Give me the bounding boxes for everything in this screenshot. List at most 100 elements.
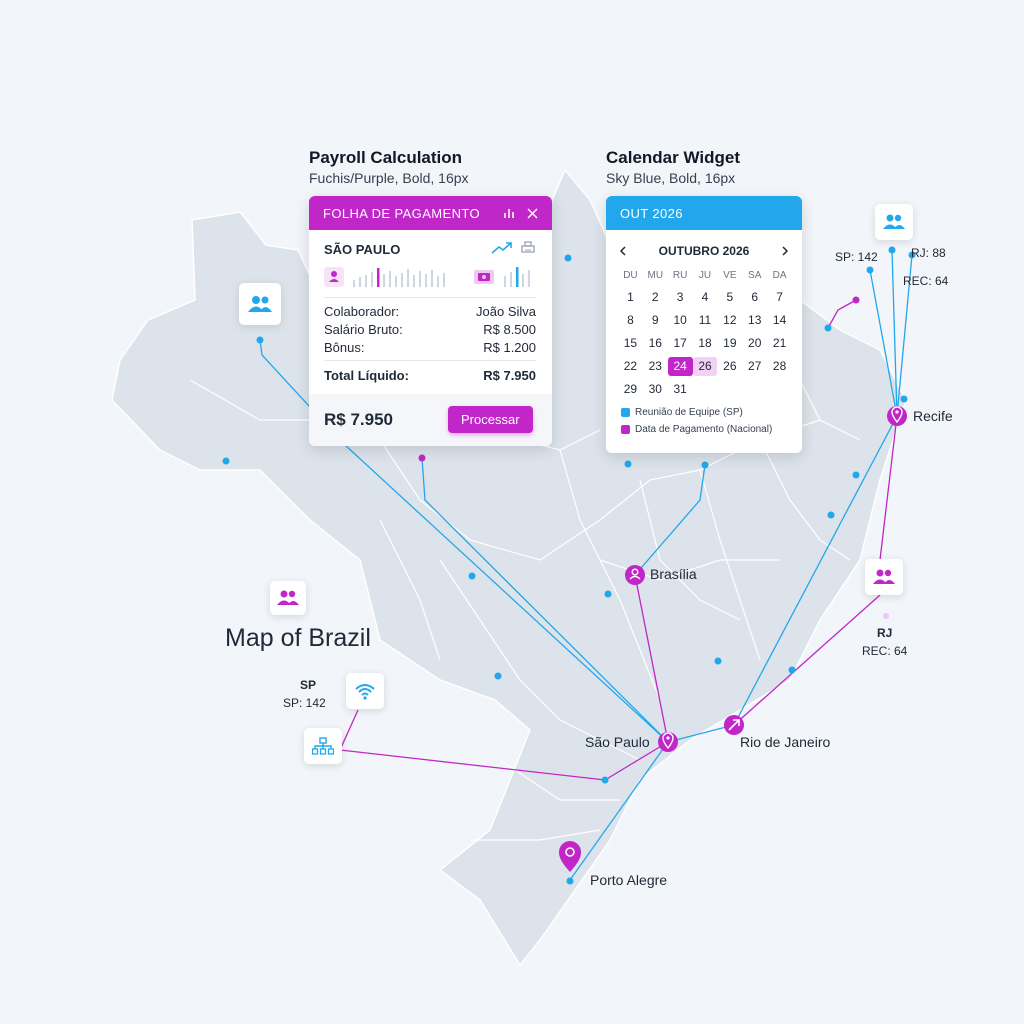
process-button[interactable]: Processar	[448, 406, 533, 433]
rio-marker[interactable]	[724, 715, 744, 735]
calendar-day[interactable]: 31	[673, 382, 687, 396]
calendar-legend: Reunião de Equipe (SP) Data de Pagamento…	[621, 407, 772, 435]
sao-paulo-marker[interactable]	[658, 732, 678, 752]
recife-marker[interactable]	[887, 406, 907, 426]
bar-chart-icon[interactable]	[503, 207, 515, 219]
stat-rec-top: REC: 64	[903, 274, 949, 288]
stat-rj-top: RJ: 88	[911, 246, 946, 260]
weekday-label: RU	[672, 270, 688, 281]
city-label-rio: Rio de Janeiro	[740, 734, 831, 750]
divider	[324, 297, 536, 298]
field-row-bonus: Bônus:R$ 1.200	[324, 340, 536, 355]
legend-swatch-blue	[621, 408, 630, 417]
calendar-day[interactable]: 22	[623, 359, 638, 373]
calendar-day[interactable]: 21	[772, 336, 787, 350]
users-icon	[873, 569, 895, 584]
divider	[324, 360, 536, 361]
footer-amount: R$ 7.950	[324, 410, 393, 429]
data-dots	[222, 246, 916, 885]
city-label-brasilia: Brasília	[650, 566, 697, 582]
payroll-caption-subtitle: Fuchis/Purple, Bold, 16px	[309, 170, 469, 186]
close-icon[interactable]	[527, 207, 538, 219]
legend-label: Data de Pagamento (Nacional)	[635, 424, 773, 435]
calendar-day[interactable]: 10	[673, 313, 687, 327]
stat-sp-value: SP: 142	[283, 696, 326, 710]
calendar-day[interactable]: 6	[751, 290, 759, 304]
calendar-caption-title: Calendar Widget	[606, 148, 740, 167]
total-label: Total Líquido:	[324, 368, 409, 383]
weekday-label: VE	[723, 270, 737, 281]
calendar-day[interactable]: 15	[623, 336, 638, 350]
chevron-right-icon[interactable]	[781, 246, 789, 256]
calendar-day[interactable]: 14	[772, 313, 787, 327]
users-icon	[883, 214, 905, 229]
map-title: Map of Brazil	[225, 624, 371, 652]
city-label-porto-alegre: Porto Alegre	[590, 872, 668, 888]
weekday-label: DA	[772, 270, 787, 281]
calendar-day[interactable]: 3	[676, 290, 684, 304]
users-tile[interactable]	[239, 283, 281, 325]
calendar-day-selected[interactable]: 24	[667, 357, 693, 376]
users-icon	[277, 590, 299, 605]
calendar-day[interactable]: 7	[776, 290, 783, 304]
org-chart-tile[interactable]	[304, 728, 342, 764]
payroll-caption-title: Payroll Calculation	[309, 148, 463, 167]
calendar-day[interactable]: 2	[651, 290, 659, 304]
calendar-day[interactable]: 12	[723, 313, 737, 327]
calendar-day[interactable]: 28	[772, 359, 787, 373]
connection-lines	[259, 249, 913, 881]
org-chart-icon	[312, 737, 334, 755]
payroll-header-title: FOLHA DE PAGAMENTO	[323, 205, 480, 221]
wifi-icon	[355, 684, 375, 700]
calendar-header: OUT 2026	[606, 196, 802, 230]
calendar-day[interactable]: 20	[748, 336, 762, 350]
calendar-day[interactable]: 29	[623, 382, 638, 396]
payroll-card: FOLHA DE PAGAMENTO SÃO PAULO Colaborador	[309, 196, 552, 446]
brasilia-marker[interactable]	[625, 565, 645, 585]
calendar-day[interactable]: 23	[648, 359, 662, 373]
payroll-city: SÃO PAULO	[324, 242, 401, 257]
calendar-day[interactable]: 1	[627, 290, 634, 304]
city-label-recife: Recife	[913, 408, 953, 424]
calendar-day[interactable]: 4	[701, 290, 709, 304]
calendar-day[interactable]: 26	[692, 357, 718, 376]
weekday-label: DU	[623, 270, 638, 281]
trend-up-icon[interactable]	[491, 241, 513, 255]
users-tile[interactable]	[865, 559, 903, 595]
weekday-label: JU	[698, 270, 712, 281]
field-row-gross-salary: Salário Bruto:R$ 8.500	[324, 322, 536, 337]
total-value: R$ 7.950	[483, 368, 536, 383]
calendar-day[interactable]: 11	[698, 313, 712, 327]
porto-alegre-marker[interactable]	[559, 841, 581, 872]
payroll-mini-chart	[324, 267, 530, 287]
total-row: Total Líquido: R$ 7.950	[324, 368, 536, 383]
wifi-tile[interactable]	[346, 673, 384, 709]
stat-sp-top: SP: 142	[835, 250, 878, 264]
users-tile[interactable]	[875, 204, 913, 240]
field-row-employee: Colaborador:João Silva	[324, 304, 536, 319]
calendar-day[interactable]: 26	[723, 359, 737, 373]
stat-sp-title: SP	[300, 678, 317, 692]
calendar-day[interactable]: 9	[651, 313, 659, 327]
calendar-day[interactable]: 16	[648, 336, 662, 350]
calendar-day[interactable]: 18	[698, 336, 712, 350]
calendar-day[interactable]: 30	[648, 382, 662, 396]
calendar-day[interactable]: 19	[723, 336, 737, 350]
legend-swatch-purple	[621, 425, 630, 434]
month-label: OUTUBRO 2026	[658, 244, 750, 258]
calendar-caption-subtitle: Sky Blue, Bold, 16px	[606, 170, 736, 186]
stat-rj-title: RJ	[877, 626, 893, 640]
calendar-day[interactable]: 13	[748, 313, 762, 327]
users-tile[interactable]	[270, 581, 306, 615]
calendar-day[interactable]: 27	[748, 359, 762, 373]
printer-icon[interactable]	[521, 241, 535, 255]
city-label-sao-paulo: São Paulo	[585, 734, 650, 750]
calendar-day[interactable]: 17	[673, 336, 687, 350]
calendar-day[interactable]: 8	[627, 313, 634, 327]
chevron-left-icon[interactable]	[619, 246, 627, 256]
stat-rj-rec: REC: 64	[862, 644, 908, 658]
calendar-day[interactable]: 5	[726, 290, 734, 304]
